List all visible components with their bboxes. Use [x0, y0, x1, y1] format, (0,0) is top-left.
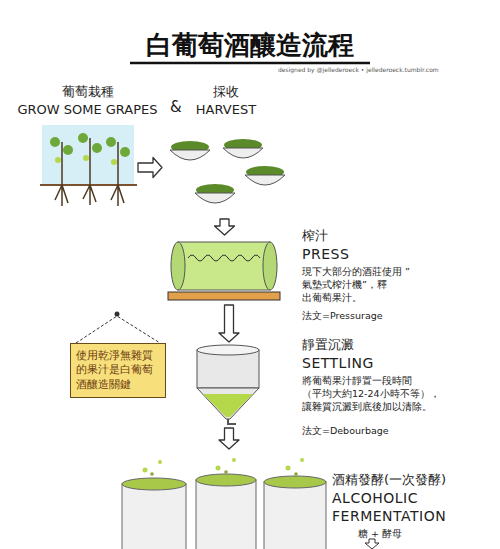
tap [228, 419, 236, 424]
step-text: 法文=Debourbage [302, 425, 389, 438]
harvest-step: 採收HARVEST [165, 128, 287, 216]
tank-body [197, 350, 259, 388]
step-text: 將葡萄果汁靜置一段時間 （平均大約12-24小時不等）， 讓雜質沉澱到底後加以清… [302, 375, 454, 413]
press-base [168, 292, 280, 300]
must [264, 476, 326, 488]
step-text: GROW SOME GRAPES [0, 102, 175, 118]
step-text: PRESS [302, 246, 349, 264]
vines-illustration [40, 125, 137, 206]
press-drum [178, 242, 270, 290]
step-text: 法文=Pressurage [302, 310, 383, 323]
grape [111, 159, 117, 165]
bubble [232, 458, 236, 462]
step-heading: 酒精發酵(一次發酵) [332, 472, 446, 488]
tank [264, 482, 326, 549]
step-heading: 採收 [165, 84, 287, 100]
bubble [143, 468, 148, 473]
sky [42, 125, 134, 185]
bowl [195, 193, 235, 203]
step-heading: 使用乾淨無雜質 的果汁是白葡萄 酒釀造關鍵 [76, 349, 160, 392]
leaf [106, 137, 116, 147]
step-heading: 榨汁 [302, 228, 328, 244]
ampersand: & [170, 98, 182, 116]
string [76, 316, 160, 343]
leaf [78, 133, 88, 143]
drum-end [171, 242, 185, 290]
bubble [150, 472, 154, 476]
bowl [223, 148, 263, 158]
diagram-title: 白葡萄酒釀造流程 [0, 30, 500, 61]
credit-note: designed by @jellederoeck • jellederoeck… [278, 66, 439, 73]
bubble [224, 470, 228, 474]
leaf [50, 137, 60, 147]
step-text: 糖 + 酵母 [358, 528, 402, 541]
grape [55, 157, 61, 163]
tank-top [197, 345, 259, 355]
press-step: 榨汁PRESS現下大部分的酒莊使用 ”氣墊式榨汁機”，釋 出葡萄果汁。法文=Pr… [172, 238, 277, 302]
step-text: HARVEST [165, 102, 287, 118]
ground [40, 184, 137, 186]
sign-string [76, 312, 160, 344]
nail [115, 312, 120, 317]
grape [83, 155, 89, 161]
step-text: 現下大部分的酒莊使用 ”氣墊式榨汁機”，釋 出葡萄果汁。 [302, 266, 414, 304]
fermentation-tanks [122, 458, 326, 549]
bubble [286, 466, 291, 471]
tank [122, 484, 186, 549]
settling-step: 靜置沉澱SETTLING將葡萄果汁靜置一段時間 （平均大約12-24小時不等），… [195, 345, 263, 425]
leaf [63, 145, 73, 155]
bubble [300, 458, 304, 462]
flow-arrow [138, 158, 162, 178]
bowl [170, 150, 210, 160]
flow-arrow [219, 305, 239, 342]
flow-arrow [219, 428, 239, 449]
settling-tank [197, 345, 259, 424]
step-heading: 葡萄栽種 [0, 84, 175, 100]
grow-step: 葡萄栽種GROW SOME GRAPES [40, 122, 135, 207]
fermentation-step: 酒精發酵(一次發酵)ALCOHOLIC FERMENTATION糖 + 酵母 [118, 452, 330, 549]
drum-seam [188, 255, 260, 261]
step-heading: 靜置沉澱 [302, 337, 354, 353]
step-text: SETTLING [302, 355, 374, 373]
juice [203, 394, 253, 417]
leaf [120, 147, 130, 157]
key-note-sign: 使用乾淨無雜質 的果汁是白葡萄 酒釀造關鍵 [70, 343, 166, 398]
flow-arrow [215, 219, 235, 235]
next-arrow [365, 539, 379, 549]
drum-end [263, 242, 277, 290]
bowl [245, 175, 285, 185]
step-text: ALCOHOLIC FERMENTATION [332, 490, 450, 525]
bubble [294, 472, 298, 476]
press-illustration [168, 242, 280, 300]
leaf [92, 143, 102, 153]
bubble [216, 466, 221, 471]
bubble [158, 460, 162, 464]
title-underline [130, 62, 370, 65]
harvest-bowls [170, 139, 285, 203]
must [122, 478, 186, 490]
must [196, 474, 256, 486]
tank-funnel [197, 388, 259, 419]
tank [196, 480, 256, 549]
